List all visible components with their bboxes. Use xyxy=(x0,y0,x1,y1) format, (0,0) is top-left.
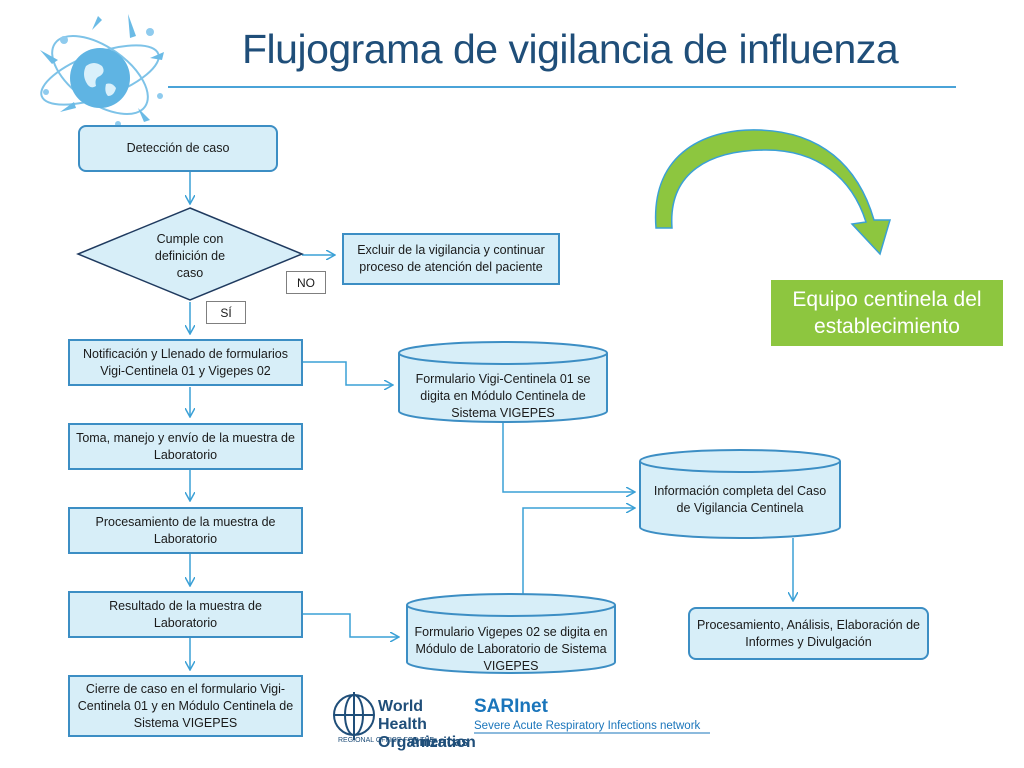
page-title: Flujograma de vigilancia de influenza xyxy=(242,26,899,72)
decision-label: Cumple con definición de caso xyxy=(154,231,226,280)
connector xyxy=(303,613,398,637)
sarinet-logo: SARInet xyxy=(474,696,548,717)
database-cylinder-vigepes xyxy=(406,593,616,674)
deteccion-label: Detección de caso xyxy=(126,141,230,155)
excluir-label: Excluir de la vigilancia y continuar pro… xyxy=(357,243,545,274)
curved-arrow-icon xyxy=(654,129,892,256)
decision-diamond xyxy=(76,207,304,301)
who-name-text: World Health Organization xyxy=(378,698,476,751)
procesamiento-analisis-label: Procesamiento, Análisis, Elaboración de … xyxy=(696,617,921,649)
toma-box: Toma, manejo y envío de la muestra de La… xyxy=(68,423,303,470)
info-completa-label: Información completa del Caso de Vigilan… xyxy=(653,484,827,515)
form-vigepes-label: Formulario Vigepes 02 se digita en Módul… xyxy=(414,624,608,673)
connector xyxy=(502,423,634,492)
who-emblem-icon xyxy=(333,692,375,740)
resultado-label: Resultado de la muestra de Laboratorio xyxy=(109,598,262,630)
team-label: Equipo centinela del establecimiento xyxy=(771,280,1003,346)
no-tag: NO xyxy=(286,271,326,294)
sarinet-desc: Severe Acute Respiratory Infections netw… xyxy=(474,720,701,732)
resultado-box: Resultado de la muestra de Laboratorio xyxy=(68,591,303,638)
database-cylinder-info xyxy=(639,449,841,539)
form-vigi-label: Formulario Vigi-Centinela 01 se digita e… xyxy=(415,371,591,420)
notificacion-label: Notificación y Llenado de formularios Vi… xyxy=(83,346,288,378)
who-name: World Health Organization xyxy=(378,698,476,752)
who-sub: REGIONAL OFFICE FOR THE xyxy=(338,737,435,744)
cierre-box: Cierre de caso en el formulario Vigi-Cen… xyxy=(68,675,303,737)
excluir-box: Excluir de la vigilancia y continuar pro… xyxy=(342,233,560,285)
procesamiento-lab-box: Procesamiento de la muestra de Laborator… xyxy=(68,507,303,554)
toma-label: Toma, manejo y envío de la muestra de La… xyxy=(76,430,295,462)
notificacion-box: Notificación y Llenado de formularios Vi… xyxy=(68,339,303,386)
database-cylinder-vigi xyxy=(398,341,608,423)
cierre-label: Cierre de caso en el formulario Vigi-Cen… xyxy=(77,681,294,730)
title-divider xyxy=(168,86,956,88)
globe-logo-icon xyxy=(40,14,164,127)
connector xyxy=(303,361,392,385)
procesamiento-lab-label: Procesamiento de la muestra de Laborator… xyxy=(95,514,276,546)
connector xyxy=(522,508,634,596)
si-tag: SÍ xyxy=(206,301,246,324)
deteccion-box: Detección de caso xyxy=(78,125,278,172)
procesamiento-analisis-box: Procesamiento, Análisis, Elaboración de … xyxy=(688,607,929,660)
who-region: Americas xyxy=(410,734,469,749)
